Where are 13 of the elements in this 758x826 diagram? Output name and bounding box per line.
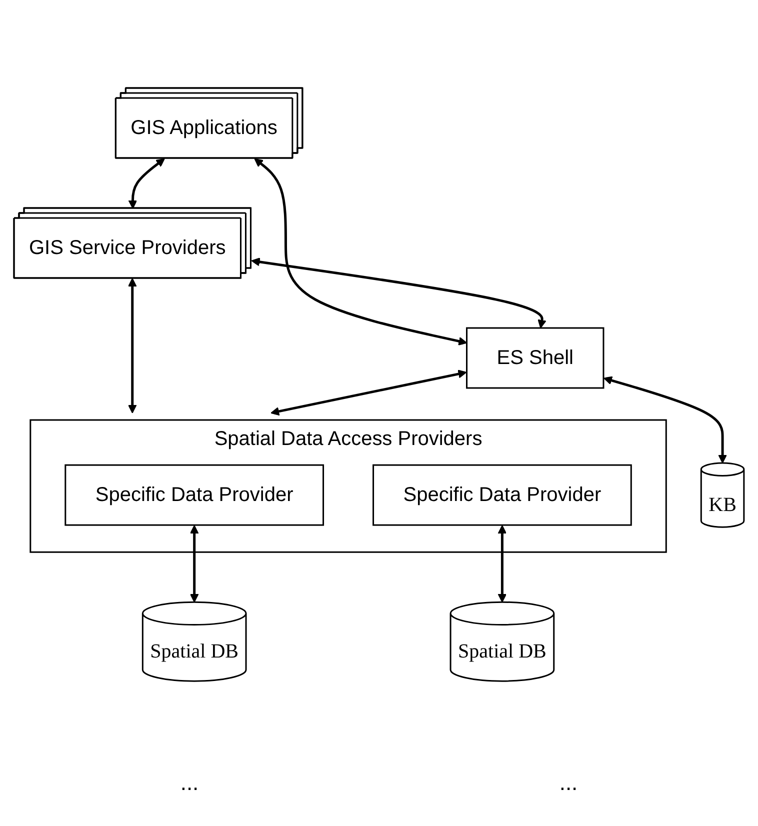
arrow xyxy=(604,376,727,464)
arrow xyxy=(190,526,199,603)
node-box: ES Shell xyxy=(466,328,604,390)
ellipsis-label: ... xyxy=(559,770,578,796)
arrow xyxy=(128,278,137,414)
ellipsis-label: ... xyxy=(180,770,199,796)
arrow xyxy=(498,526,507,603)
arrow xyxy=(254,158,468,346)
node-box: Specific Data Provider xyxy=(64,464,324,526)
arrow xyxy=(270,370,467,416)
arrow xyxy=(251,258,546,329)
node-box: Specific Data Provider xyxy=(372,464,632,526)
arrow xyxy=(128,158,165,210)
